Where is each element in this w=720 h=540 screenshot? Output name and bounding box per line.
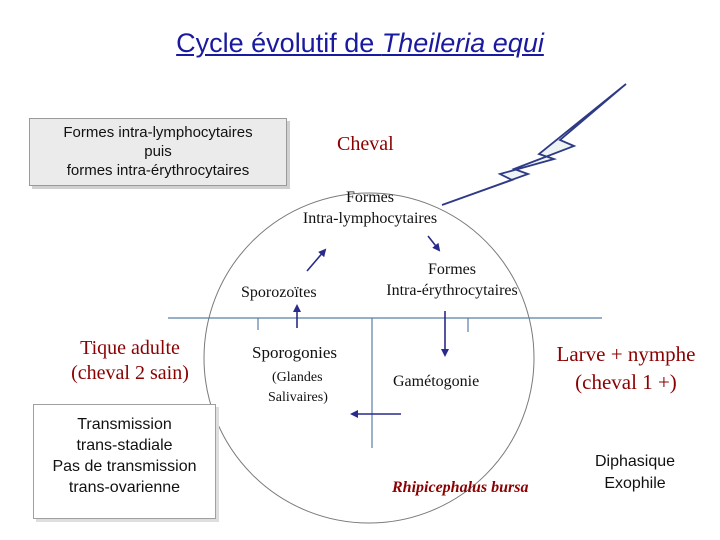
host-horse-label: Cheval xyxy=(337,133,394,155)
sporogony-location: (Glandes Salivaires) xyxy=(268,368,328,408)
gametogony-label: Gamétogonie xyxy=(393,373,480,390)
adult-tick-line-2: (cheval 2 sain) xyxy=(71,362,189,384)
box-line-3: formes intra-érythrocytaires xyxy=(66,162,250,179)
erythrocytic-line-2: Intra-érythrocytaires xyxy=(386,282,518,299)
larva-nymph-line-2: (cheval 1 +) xyxy=(575,370,677,394)
sporogony-location-line-1: (Glandes xyxy=(272,370,323,385)
sporozoites-label: Sporozoïtes xyxy=(241,284,317,301)
erythrocytic-line-1: Formes xyxy=(428,261,476,278)
transmission-line-3: Pas de transmission xyxy=(52,458,197,475)
erythrocytic-stage-label: Formes Intra-érythrocytaires xyxy=(367,259,537,301)
life-cycle-line-2: Exophile xyxy=(604,475,666,492)
life-cycle-type-label: Diphasique Exophile xyxy=(584,451,686,495)
transmission-line-4: trans-ovarienne xyxy=(68,479,181,496)
transmission-line-2: trans-stadiale xyxy=(76,437,173,454)
lightning-bolt-icon xyxy=(441,83,627,206)
lymphocytic-line-2: Intra-lymphocytaires xyxy=(302,210,438,227)
lymphocytic-stage-label: Formes Intra-lymphocytaires xyxy=(282,187,458,229)
page-title: Cycle évolutif de Theileria equi xyxy=(0,28,720,59)
title-species: Theileria equi xyxy=(381,28,544,58)
arrow-sporozoites-to-lymphocytic xyxy=(306,248,327,272)
sporogony-location-line-2: Salivaires) xyxy=(268,390,328,405)
life-cycle-line-1: Diphasique xyxy=(594,453,676,470)
cycle-circle xyxy=(203,192,535,524)
sporogony-label: Sporogonies xyxy=(252,343,337,362)
adult-tick-label: Tique adulte (cheval 2 sain) xyxy=(50,336,210,386)
larva-nymph-line-1: Larve + nymphe xyxy=(556,342,696,366)
tick-species-label: Rhipicephalus bursa xyxy=(392,479,529,496)
adult-tick-line-1: Tique adulte xyxy=(80,337,180,359)
box-line-2: puis xyxy=(144,143,172,160)
larva-nymph-label: Larve + nymphe (cheval 1 +) xyxy=(534,340,718,396)
title-prefix: Cycle évolutif de xyxy=(176,28,382,58)
box-line-1: Formes intra-lymphocytaires xyxy=(63,124,253,141)
transmission-box: Transmission trans-stadiale Pas de trans… xyxy=(33,404,216,519)
intracellular-forms-box: Formes intra-lymphocytaires puis formes … xyxy=(29,118,287,186)
lymphocytic-line-1: Formes xyxy=(346,189,394,206)
transmission-line-1: Transmission xyxy=(77,416,172,433)
arrow-lymphocytic-to-erythrocytic xyxy=(427,235,441,252)
